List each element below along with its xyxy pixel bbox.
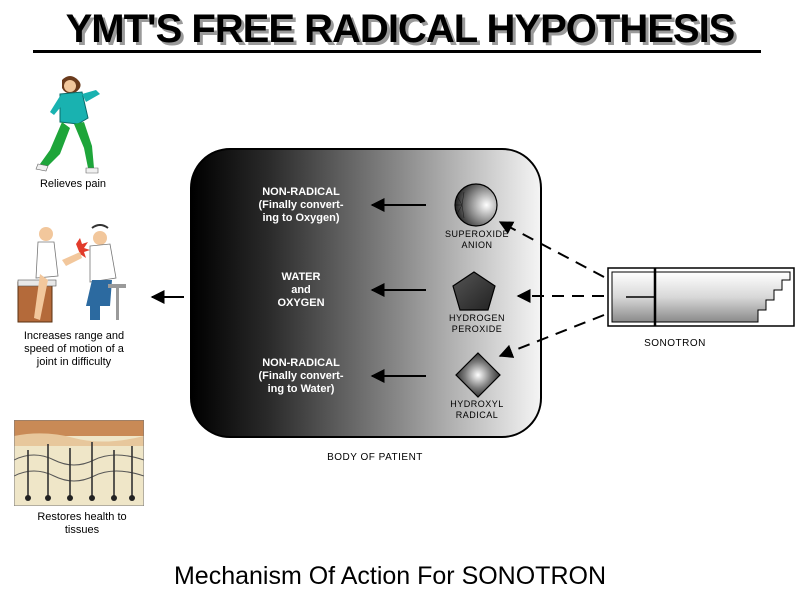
effect-caption-pain: Relieves pain — [39, 178, 107, 190]
species-label-hydroxyl: HYDROXYL RADICAL — [450, 399, 504, 420]
sonotron-label: SONOTRON — [644, 338, 706, 349]
hydrogen-peroxide-icon — [452, 271, 496, 311]
sonotron-device-icon — [607, 267, 795, 327]
doctor-patient-illustration — [17, 224, 126, 323]
result-hydroxyl: NON-RADICAL (Finally convert- ing to Wat… — [258, 357, 344, 395]
footer-caption: Mechanism Of Action For SONOTRON — [173, 562, 607, 590]
tissue-illustration — [14, 420, 144, 506]
effect-caption-joint: Increases range and speed of motion of a… — [23, 330, 125, 368]
walking-woman-illustration — [35, 76, 100, 174]
species-label-hydrogen-peroxide: HYDROGEN PEROXIDE — [448, 313, 505, 334]
dashed-arrow-to-superoxide — [498, 221, 605, 278]
title-underline — [33, 50, 761, 53]
body-of-patient-label: BODY OF PATIENT — [327, 452, 423, 463]
dashed-arrow-to-hydroxyl — [498, 314, 605, 358]
species-label-superoxide: SUPEROXIDE ANION — [444, 229, 509, 250]
superoxide-anion-icon — [454, 183, 498, 227]
page-title: YMT'S FREE RADICAL HYPOTHESIS — [65, 7, 736, 51]
hydroxyl-radical-icon — [455, 352, 501, 398]
effect-caption-tissue: Restores health to tissues — [37, 511, 127, 536]
result-hydrogen-peroxide: WATER and OXYGEN — [277, 271, 325, 309]
result-superoxide: NON-RADICAL (Finally convert- ing to Oxy… — [258, 186, 344, 224]
